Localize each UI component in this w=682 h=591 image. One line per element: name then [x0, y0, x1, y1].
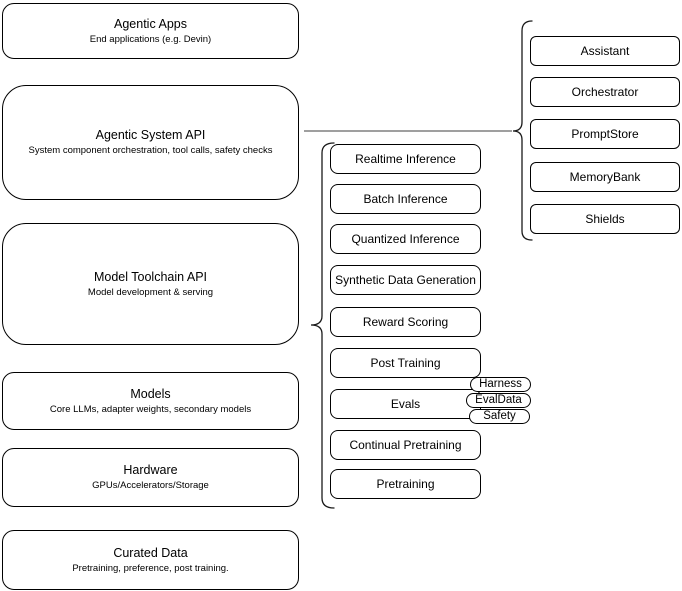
node-title: Model Toolchain API: [93, 269, 208, 284]
node-curated-data: Curated Data Pretraining, preference, po…: [2, 530, 299, 590]
node-continual-pretraining: Continual Pretraining: [330, 430, 481, 460]
node-synthetic-data-generation: Synthetic Data Generation: [330, 265, 481, 295]
node-agentic-system-api: Agentic System API System component orch…: [2, 85, 299, 200]
node-subtitle: Core LLMs, adapter weights, secondary mo…: [49, 403, 252, 415]
node-title: Models: [130, 386, 171, 401]
node-subtitle: System component orchestration, tool cal…: [28, 145, 273, 156]
node-assistant: Assistant: [530, 36, 680, 66]
node-orchestrator: Orchestrator: [530, 77, 680, 107]
node-subtitle: Model development & serving: [87, 286, 214, 298]
node-agentic-apps: Agentic Apps End applications (e.g. Devi…: [2, 3, 299, 59]
node-title: Hardware: [123, 463, 178, 477]
node-hardware: Hardware GPUs/Accelerators/Storage: [2, 448, 299, 507]
node-title: Agentic Apps: [114, 16, 187, 31]
node-subtitle: Pretraining, preference, post training.: [72, 562, 229, 574]
node-shields: Shields: [530, 204, 680, 234]
node-title: Agentic System API: [95, 128, 206, 142]
tag-harness: Harness: [470, 377, 531, 392]
node-reward-scoring: Reward Scoring: [330, 307, 481, 337]
tag-evaldata: EvalData: [466, 393, 531, 408]
node-realtime-inference: Realtime Inference: [330, 144, 481, 174]
node-promptstore: PromptStore: [530, 119, 680, 149]
node-title: Curated Data: [113, 545, 188, 560]
tag-safety: Safety: [469, 409, 530, 424]
node-post-training: Post Training: [330, 348, 481, 378]
node-memorybank: MemoryBank: [530, 162, 680, 192]
node-model-toolchain-api: Model Toolchain API Model development & …: [2, 223, 299, 345]
node-models: Models Core LLMs, adapter weights, secon…: [2, 372, 299, 430]
node-batch-inference: Batch Inference: [330, 184, 481, 214]
node-evals: Evals: [330, 389, 481, 419]
node-quantized-inference: Quantized Inference: [330, 224, 481, 254]
node-subtitle: GPUs/Accelerators/Storage: [92, 480, 209, 491]
node-pretraining: Pretraining: [330, 469, 481, 499]
node-subtitle: End applications (e.g. Devin): [89, 33, 212, 45]
